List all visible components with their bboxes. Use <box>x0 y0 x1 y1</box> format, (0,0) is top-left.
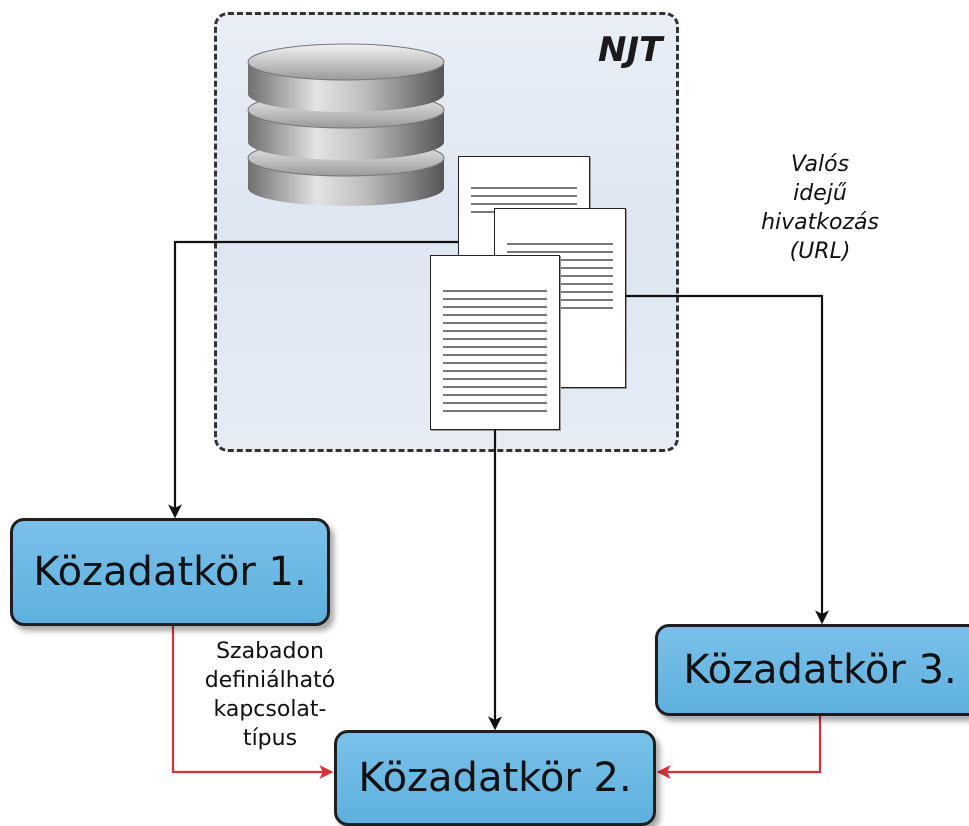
node-label: Közadatkör 1. <box>33 549 307 595</box>
njt-label: NJT <box>598 30 663 70</box>
annotation-line: Szabadon <box>216 639 324 664</box>
relation-annotation: Szabadon definiálható kapcsolat- típus <box>190 637 350 753</box>
annotation-line: definiálható <box>204 668 336 693</box>
relation-arrow-1-to-2 <box>171 626 334 779</box>
annotation-line: idejű <box>793 181 847 206</box>
annotation-line: típus <box>242 726 298 751</box>
annotation-line: kapcsolat- <box>213 697 327 722</box>
kozadatkor-3-box: Közadatkör 3. <box>655 624 969 716</box>
relation-arrow-3-to-2 <box>656 716 822 779</box>
annotation-line: hivatkozás <box>761 210 879 235</box>
node-label: Közadatkör 2. <box>358 755 632 801</box>
annotation-line: Valós <box>790 152 850 177</box>
arrow-to-node-3 <box>626 294 829 625</box>
kozadatkor-2-box: Közadatkör 2. <box>334 730 656 826</box>
url-annotation: Valós idejű hivatkozás (URL) <box>755 150 885 266</box>
database-icon <box>247 43 445 206</box>
node-label: Közadatkör 3. <box>683 647 957 693</box>
kozadatkor-1-box: Közadatkör 1. <box>10 518 330 626</box>
arrow-to-node-1 <box>168 240 458 519</box>
annotation-line: (URL) <box>789 239 851 264</box>
document-icon <box>430 255 560 430</box>
